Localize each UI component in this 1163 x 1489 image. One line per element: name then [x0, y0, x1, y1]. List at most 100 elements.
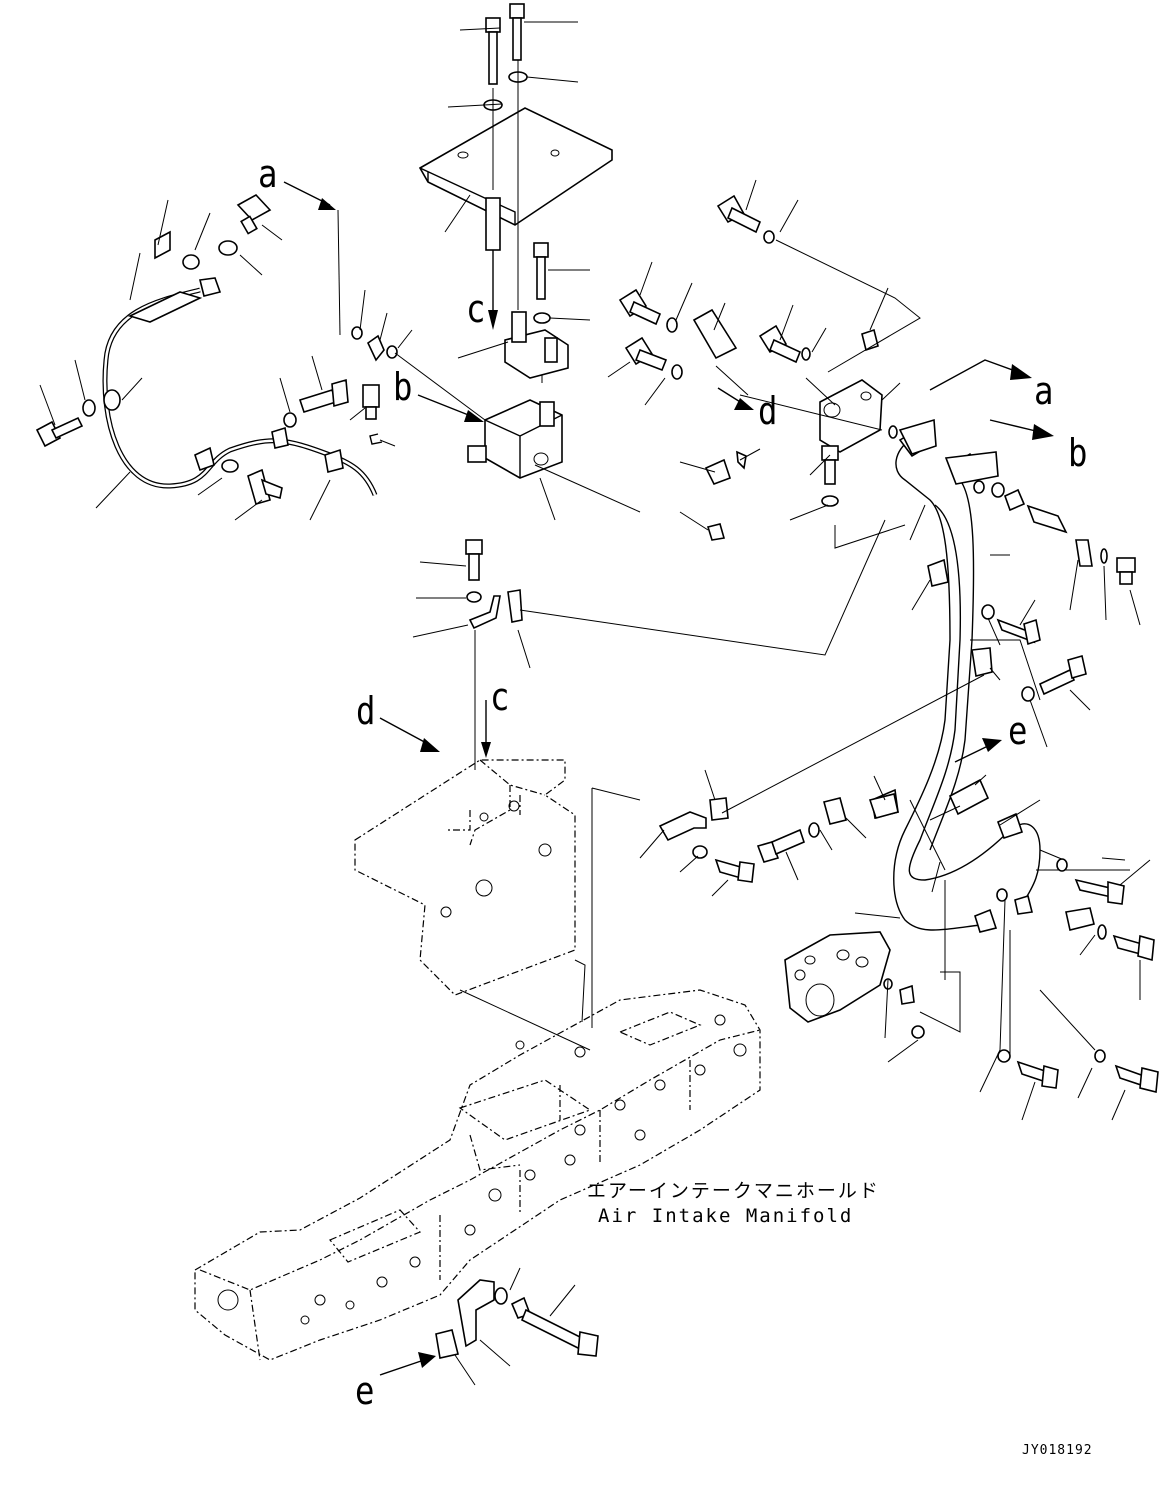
fitting: [362, 384, 380, 420]
view-ref-a: a: [1034, 369, 1054, 413]
mid-bracket-group: [639, 674, 1065, 897]
fitting: [899, 984, 915, 1005]
bracket: [898, 418, 937, 455]
washer: [533, 312, 551, 324]
washer: [1100, 548, 1108, 564]
clip: [369, 433, 383, 445]
bolt: [756, 828, 805, 863]
drawing-code: JY018192: [1022, 1443, 1093, 1458]
washer: [671, 364, 683, 380]
view-ref-e: e: [355, 1369, 375, 1413]
bolt: [236, 193, 272, 235]
washer: [763, 230, 775, 244]
manifold-bracket-group: [379, 1267, 599, 1386]
bolt: [1038, 654, 1087, 696]
washer: [283, 412, 297, 428]
washer: [351, 326, 363, 340]
distribution-block-group: [607, 179, 921, 549]
air-intake-manifold: [194, 989, 761, 1361]
bolt: [35, 416, 84, 448]
tube: [893, 439, 981, 931]
bolt: [298, 378, 349, 413]
clamp: [1075, 539, 1093, 567]
washer: [666, 317, 678, 333]
left-hose-assembly: [35, 181, 486, 521]
lower-valve-group: [784, 857, 1159, 1121]
washer: [888, 425, 898, 439]
tube: [1009, 823, 1041, 906]
bolt: [1016, 1060, 1059, 1089]
view-ref-b: b: [393, 365, 413, 409]
washer: [466, 591, 482, 603]
bolt: [1116, 557, 1136, 585]
view-ref-c: c: [466, 287, 486, 331]
clamp: [1065, 907, 1095, 931]
clamp: [271, 426, 289, 449]
washer: [991, 482, 1005, 498]
clamp: [127, 291, 203, 323]
bolt: [465, 539, 483, 581]
tube: [908, 504, 1011, 881]
o-ring: [736, 450, 747, 470]
washer: [386, 345, 398, 359]
pin: [485, 197, 501, 251]
bolt: [624, 336, 668, 372]
bolt: [1026, 504, 1068, 534]
bolt: [716, 194, 762, 234]
valve-block: [784, 931, 891, 1023]
washer: [494, 1287, 508, 1305]
bolt: [996, 618, 1041, 646]
bolt: [821, 445, 839, 485]
clip: [823, 797, 847, 825]
bolt: [618, 288, 662, 326]
stay: [468, 595, 501, 630]
washer: [221, 459, 239, 473]
washer: [911, 1025, 925, 1039]
washer: [973, 480, 985, 494]
bolt: [1074, 878, 1125, 905]
washer: [1094, 1049, 1106, 1063]
clamp: [194, 446, 215, 472]
washer: [1056, 858, 1068, 872]
clip: [927, 558, 949, 587]
view-ref-c: c: [490, 675, 510, 719]
clamp: [324, 448, 344, 473]
bolt: [510, 1296, 599, 1357]
washer: [1021, 686, 1035, 702]
washer: [981, 604, 995, 620]
washer: [801, 347, 811, 361]
bolt: [509, 3, 525, 61]
distribution-block: [819, 379, 883, 453]
bolt: [1114, 1064, 1159, 1094]
clip: [435, 1329, 459, 1359]
washer: [692, 845, 708, 859]
stay: [658, 811, 707, 842]
connector: [692, 308, 738, 360]
bolt: [1112, 934, 1155, 962]
plug: [704, 458, 732, 486]
fitting: [1014, 894, 1033, 915]
tube-assembly: [854, 359, 1141, 933]
view-ref-b: b: [1068, 431, 1088, 475]
washer: [182, 254, 200, 270]
fitting: [974, 908, 998, 933]
clip: [971, 647, 993, 677]
view-ref-d: d: [356, 689, 376, 733]
view-ref-d: d: [758, 389, 778, 433]
banjo-fitting: [366, 334, 385, 362]
washer: [82, 399, 96, 417]
bolt: [1004, 488, 1026, 512]
stay-group: [412, 519, 886, 770]
washer: [821, 495, 839, 507]
clip: [868, 793, 899, 819]
view-ref-e: e: [1008, 709, 1028, 753]
stay: [457, 1279, 495, 1348]
plug: [706, 523, 726, 541]
clip: [709, 797, 729, 821]
washer: [808, 822, 820, 838]
fitting: [996, 812, 1024, 840]
washer: [996, 888, 1008, 902]
solenoid-valve-group: [457, 242, 641, 521]
clip: [507, 589, 523, 623]
